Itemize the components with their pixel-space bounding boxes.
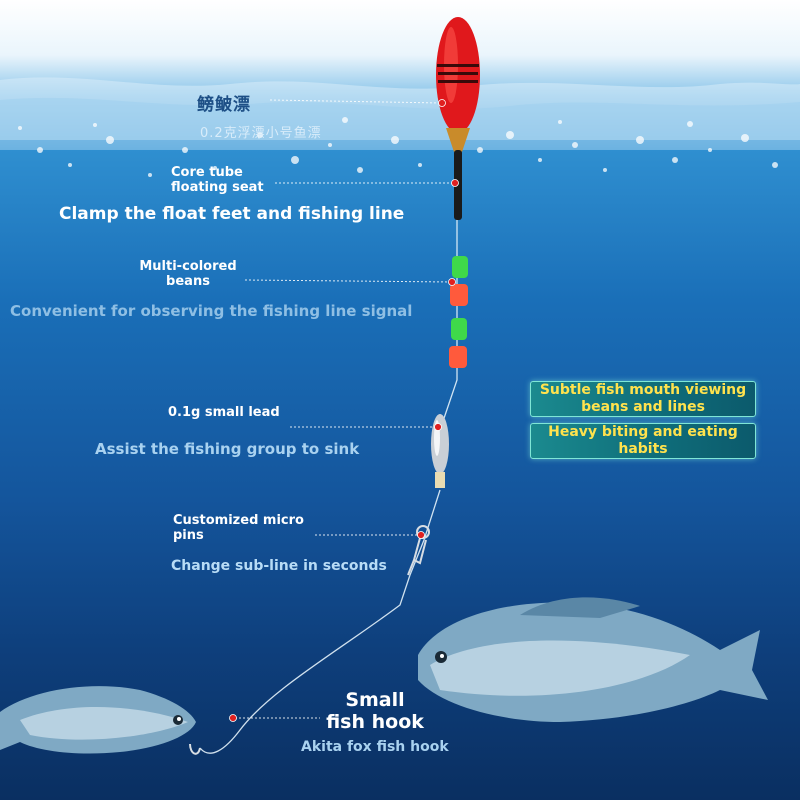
float-spec-label: 0.2克浮漂小号鱼漂 <box>200 126 322 141</box>
fish-icon <box>0 686 196 754</box>
fish-hook-icon <box>189 743 201 755</box>
water-surface <box>0 77 800 177</box>
marker-dots <box>229 99 459 722</box>
hook-description: Akita fox fish hook <box>301 739 449 755</box>
feature-tag-biting: Heavy biting and eating habits <box>530 423 756 459</box>
beans-label: Multi-colored beans <box>139 259 237 289</box>
hook-label: Small fish hook <box>326 689 424 733</box>
lead-description: Assist the fishing group to sink <box>95 440 360 458</box>
core-tube-label: Core tube floating seat <box>171 165 264 195</box>
feature-tag-viewing: Subtle fish mouth viewing beans and line… <box>530 381 756 417</box>
multi-colored-beans <box>449 256 468 368</box>
fish-icon <box>418 597 768 722</box>
pins-description: Change sub-line in seconds <box>171 558 387 574</box>
beans-description: Convenient for observing the fishing lin… <box>10 302 413 320</box>
float-name-label: 鳑鲏漂 <box>197 95 251 115</box>
core-tube-description: Clamp the float feet and fishing line <box>59 204 405 224</box>
pins-label: Customized micro pins <box>173 513 304 543</box>
lead-label: 0.1g small lead <box>168 405 280 420</box>
fishing-float-icon <box>436 17 480 220</box>
